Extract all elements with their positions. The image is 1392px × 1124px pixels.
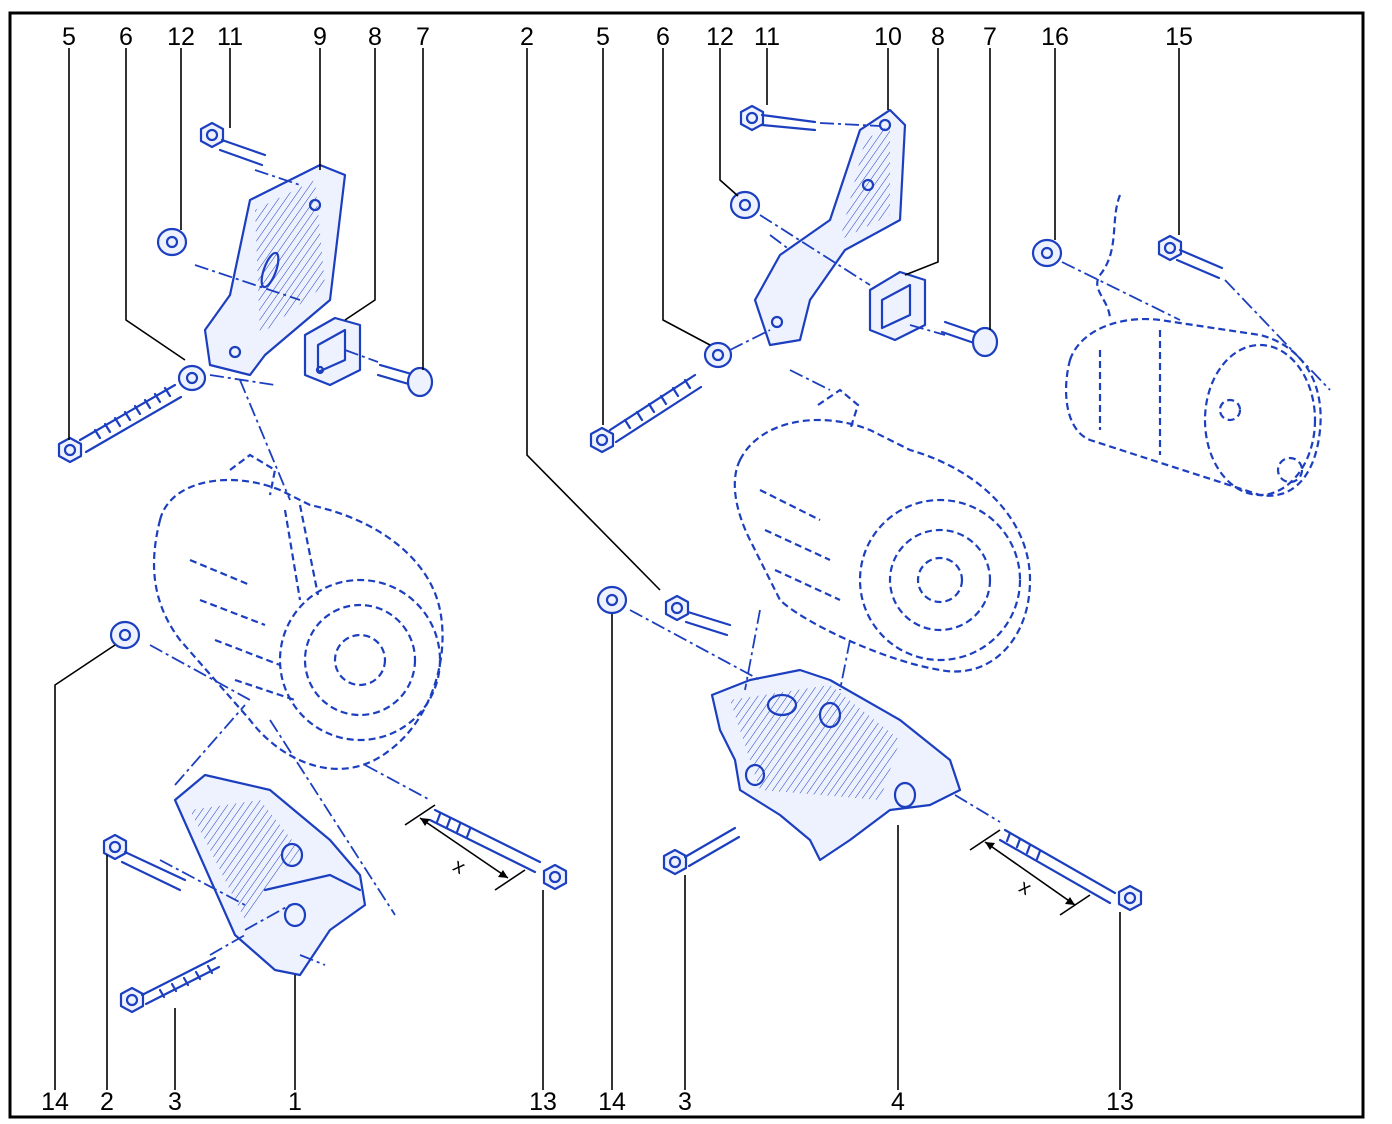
washer-6-left [177,364,207,392]
dimension-x-right [969,829,1091,916]
starter-motor [1064,194,1322,497]
bolt-2-left [102,833,187,892]
callout-13-left: 13 [529,1088,557,1116]
diagram-border [8,11,1365,1119]
bracket-8-left [303,316,362,387]
bolt-13-right [998,828,1143,912]
callout-12-right: 12 [706,23,734,51]
nut-12-right [729,190,761,220]
callout-10: 10 [874,23,902,51]
callout-11-right: 11 [754,23,780,51]
right-alternator [733,388,1032,673]
left-alternator [152,453,444,770]
callout-1: 1 [288,1088,302,1116]
callout-2-top: 2 [520,23,534,51]
callout-15: 15 [1165,23,1193,51]
dimension-x-label-right: x [1015,876,1035,900]
callout-7-left: 7 [416,23,430,51]
callout-14-right: 14 [598,1088,626,1116]
callout-6-right: 6 [656,23,670,51]
bolt-5-left [57,383,183,464]
bracket-4 [710,668,962,862]
washer-6-right [703,341,733,369]
callout-9: 9 [313,23,327,51]
bolt-5-right [589,373,703,454]
bolt-7-left [376,363,434,398]
bolt-13-left [428,808,568,891]
callout-8-left: 8 [368,23,382,51]
callout-5-right: 5 [596,23,610,51]
bolt-3-left [119,956,221,1014]
nut-14-left [109,620,141,650]
bolt-15 [1157,234,1224,280]
callout-12-left: 12 [167,23,195,51]
dimension-x-label-left: x [449,855,469,879]
callout-4: 4 [891,1088,905,1116]
callout-6-left: 6 [119,23,133,51]
bracket-1 [173,773,367,977]
callout-16: 16 [1041,23,1069,51]
bolt-11-right [739,104,817,132]
nut-12-left [156,227,188,257]
bolt-2-right [664,594,732,637]
callout-5-left: 5 [62,23,76,51]
callout-11-left: 11 [217,23,243,51]
nut-14-right [596,585,628,615]
callout-3-left: 3 [168,1088,182,1116]
callout-13-right: 13 [1106,1088,1134,1116]
bracket-8-right [868,270,927,342]
callout-8-right: 8 [931,23,945,51]
bracket-9 [203,163,347,377]
leader-lines [54,48,1180,1090]
callout-3-right: 3 [678,1088,692,1116]
bolt-3-right [662,826,741,876]
callout-2-left: 2 [100,1088,114,1116]
callout-14-left: 14 [41,1088,69,1116]
callout-7-right: 7 [983,23,997,51]
bracket-10 [753,108,907,347]
bolt-7-right [940,320,999,358]
nut-16 [1031,238,1063,268]
dimension-x-left [404,804,526,891]
bolt-11-left [199,121,267,167]
